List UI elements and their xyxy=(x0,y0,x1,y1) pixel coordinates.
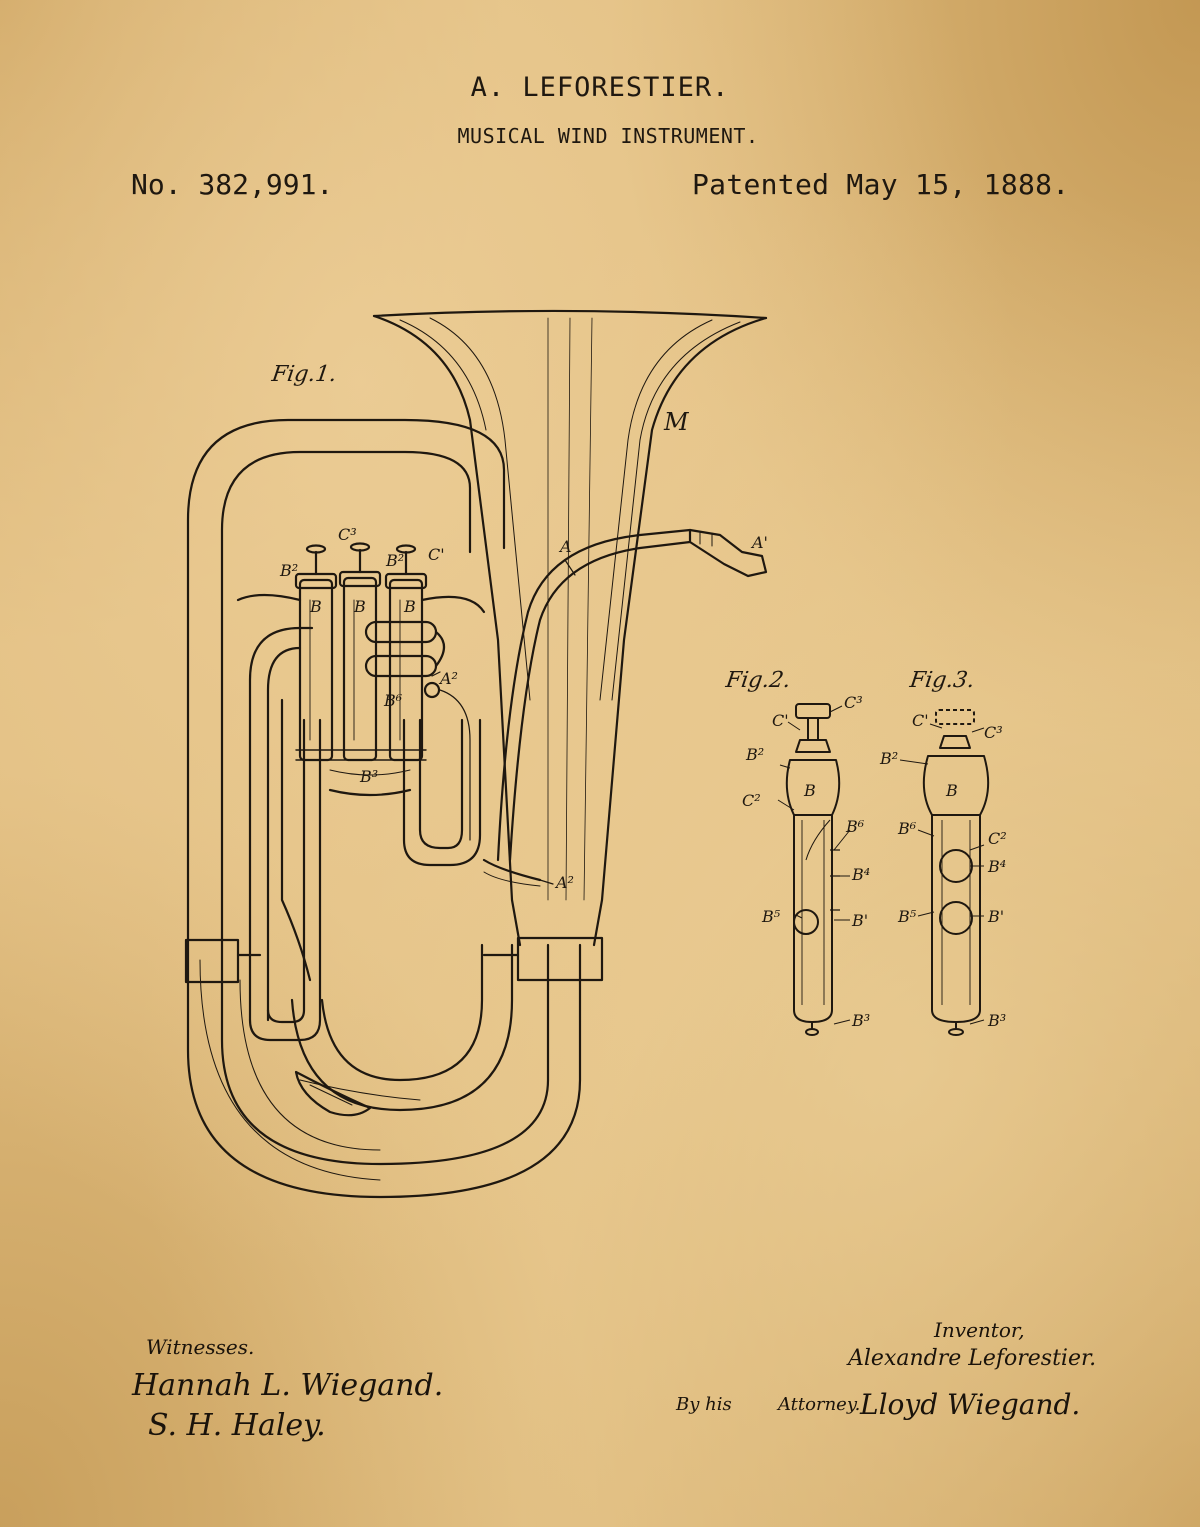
fig3-ref-B2: B² xyxy=(879,749,898,768)
fig3-ref-B6: B⁶ xyxy=(897,819,917,838)
fig3-ref-C3: C³ xyxy=(984,723,1003,742)
attorney-signature: Lloyd Wiegand. xyxy=(860,1388,1080,1421)
witnesses-label: Witnesses. xyxy=(146,1335,254,1359)
fig3-ref-B1: B' xyxy=(987,907,1004,926)
fig3-ref-C2: C² xyxy=(988,829,1007,848)
attorney-prefix: By his xyxy=(676,1394,732,1415)
fig3-ref-B3: B³ xyxy=(987,1011,1006,1030)
witness-1-signature: Hannah L. Wiegand. xyxy=(132,1368,443,1403)
witness-2-signature: S. H. Haley. xyxy=(148,1408,326,1443)
fig3-ref-B: B xyxy=(945,781,958,800)
fig3-ref-B4: B⁴ xyxy=(987,857,1006,876)
fig3-ref-B5: B⁵ xyxy=(897,907,917,926)
fig3-ref-C1: C' xyxy=(912,711,929,730)
inventor-label: Inventor, xyxy=(934,1318,1025,1342)
attorney-label: Attorney. xyxy=(778,1394,860,1415)
inventor-signature: Alexandre Leforestier. xyxy=(848,1346,1096,1371)
